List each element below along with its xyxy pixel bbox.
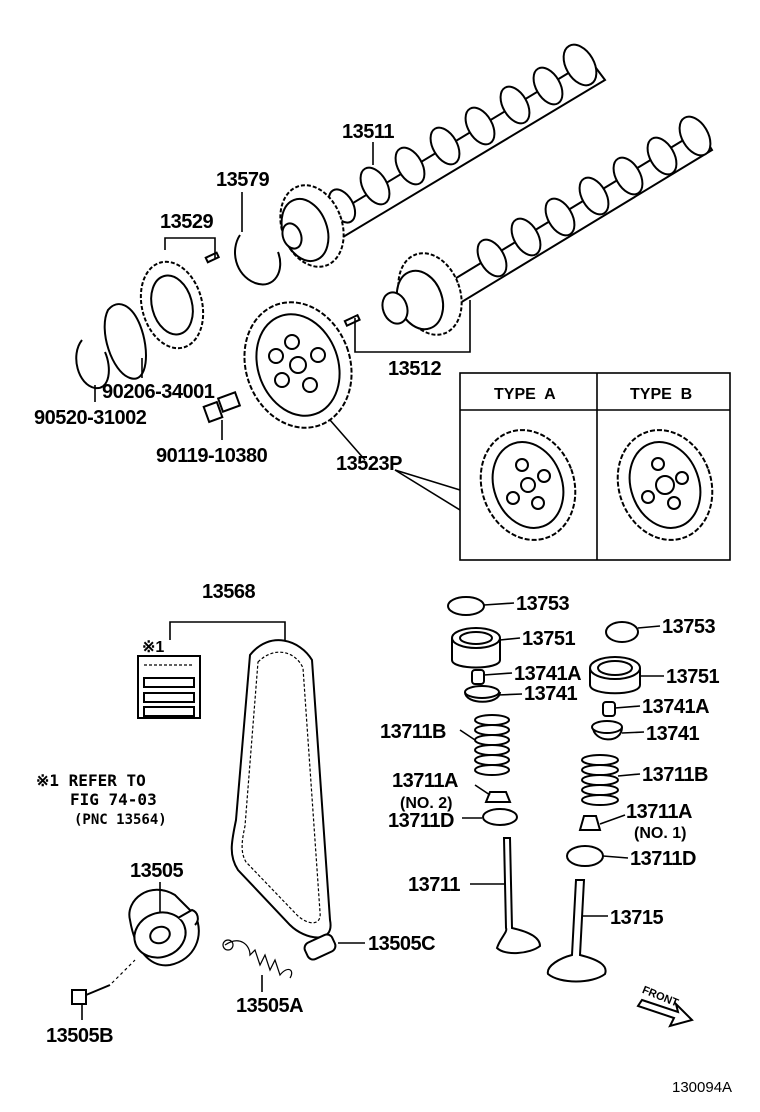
label-13505C: 13505C bbox=[368, 933, 435, 955]
label-13568: 13568 bbox=[202, 581, 255, 603]
pulley-type-a bbox=[479, 429, 577, 541]
label-type-a: TYPE A bbox=[494, 386, 556, 403]
pin-13505C[interactable] bbox=[303, 933, 338, 962]
valve-13715[interactable] bbox=[546, 879, 607, 983]
label-13711: 13711 bbox=[408, 874, 460, 896]
label-90119-10380: 90119-10380 bbox=[156, 445, 268, 467]
wave-washer-90206[interactable] bbox=[103, 303, 147, 380]
label-13529: 13529 bbox=[160, 211, 213, 233]
label-13753-left: 13753 bbox=[516, 593, 569, 615]
label-13751-right: 13751 bbox=[666, 666, 719, 688]
timing-belt-13568[interactable] bbox=[230, 639, 332, 939]
seat-13711D-right[interactable] bbox=[566, 845, 604, 867]
label-13741-left: 13741 bbox=[524, 683, 577, 705]
pulley-type-box bbox=[394, 372, 731, 561]
label-13579: 13579 bbox=[216, 169, 269, 191]
keeper-13741A-left[interactable] bbox=[471, 669, 485, 685]
seal-13711A-right[interactable] bbox=[578, 815, 602, 831]
label-13741-right: 13741 bbox=[646, 723, 699, 745]
label-13511: 13511 bbox=[342, 121, 394, 143]
keeper-13741A-right[interactable] bbox=[602, 701, 616, 717]
lifter-13751-right[interactable] bbox=[589, 656, 641, 695]
snap-ring-13579[interactable] bbox=[234, 234, 282, 286]
bolt-13505B[interactable] bbox=[71, 959, 136, 1005]
label-13505A: 13505A bbox=[236, 995, 303, 1017]
bolt-90119[interactable] bbox=[202, 391, 242, 424]
label-13711D-left: 13711D bbox=[388, 810, 454, 832]
label-note-mark: ※1 bbox=[142, 639, 164, 656]
retainer-13741-left[interactable] bbox=[464, 685, 501, 703]
label-13751-left: 13751 bbox=[522, 628, 575, 650]
shim-13753-left[interactable] bbox=[447, 596, 485, 616]
front-direction-arrow bbox=[636, 998, 694, 1028]
label-13711D-right: 13711D bbox=[630, 848, 696, 870]
spring-13711B-left[interactable] bbox=[474, 714, 510, 776]
label-13741A-left: 13741A bbox=[514, 663, 581, 685]
label-13711A-right: 13711A bbox=[626, 801, 692, 823]
note-line-1: ※1 REFER TO bbox=[36, 771, 146, 790]
retainer-13741-right[interactable] bbox=[591, 720, 623, 741]
sub-gear-13529[interactable] bbox=[132, 251, 221, 356]
valve-assembly-left bbox=[447, 596, 542, 954]
camshaft-13512[interactable] bbox=[343, 111, 717, 343]
label-13711B-right: 13711B bbox=[642, 764, 708, 786]
label-13741A-right: 13741A bbox=[642, 696, 709, 718]
seal-13711A-left[interactable] bbox=[484, 791, 512, 803]
label-no1: (NO. 1) bbox=[634, 825, 686, 842]
valve-assembly-right bbox=[546, 621, 641, 983]
camshaft-13511[interactable] bbox=[269, 39, 607, 276]
leader-13568 bbox=[169, 621, 286, 640]
reference-booklet bbox=[137, 655, 201, 719]
camshaft-timing-pulley-13523P[interactable] bbox=[227, 287, 369, 443]
shim-13753-right[interactable] bbox=[605, 621, 639, 643]
label-13715: 13715 bbox=[610, 907, 663, 929]
leader-lines-upper bbox=[94, 142, 471, 461]
label-type-b: TYPE B bbox=[630, 386, 692, 403]
label-13711A-left: 13711A bbox=[392, 770, 458, 792]
tension-spring-13505A[interactable] bbox=[222, 939, 293, 979]
label-no2: (NO. 2) bbox=[400, 795, 452, 812]
label-13505: 13505 bbox=[130, 860, 183, 882]
spring-13711B-right[interactable] bbox=[581, 754, 619, 806]
label-90206-34001: 90206-34001 bbox=[102, 381, 215, 403]
label-13505B: 13505B bbox=[46, 1025, 113, 1047]
label-13523P: 13523P bbox=[336, 453, 402, 475]
lifter-13751-left[interactable] bbox=[451, 627, 501, 669]
pulley-type-b bbox=[616, 429, 714, 541]
note-line-3: (PNC 13564) bbox=[74, 812, 167, 828]
label-13711B-left: 13711B bbox=[380, 721, 446, 743]
seat-13711D-left[interactable] bbox=[482, 808, 518, 826]
label-13512: 13512 bbox=[388, 358, 441, 380]
leader-lines-valve bbox=[459, 602, 664, 917]
note-line-2: FIG 74-03 bbox=[70, 790, 157, 809]
belt-tensioner-13505[interactable] bbox=[128, 888, 200, 967]
label-13753-right: 13753 bbox=[662, 616, 715, 638]
valve-13711[interactable] bbox=[495, 837, 542, 954]
figure-id: 130094A bbox=[672, 1079, 732, 1096]
label-90520-31002: 90520-31002 bbox=[34, 407, 147, 429]
